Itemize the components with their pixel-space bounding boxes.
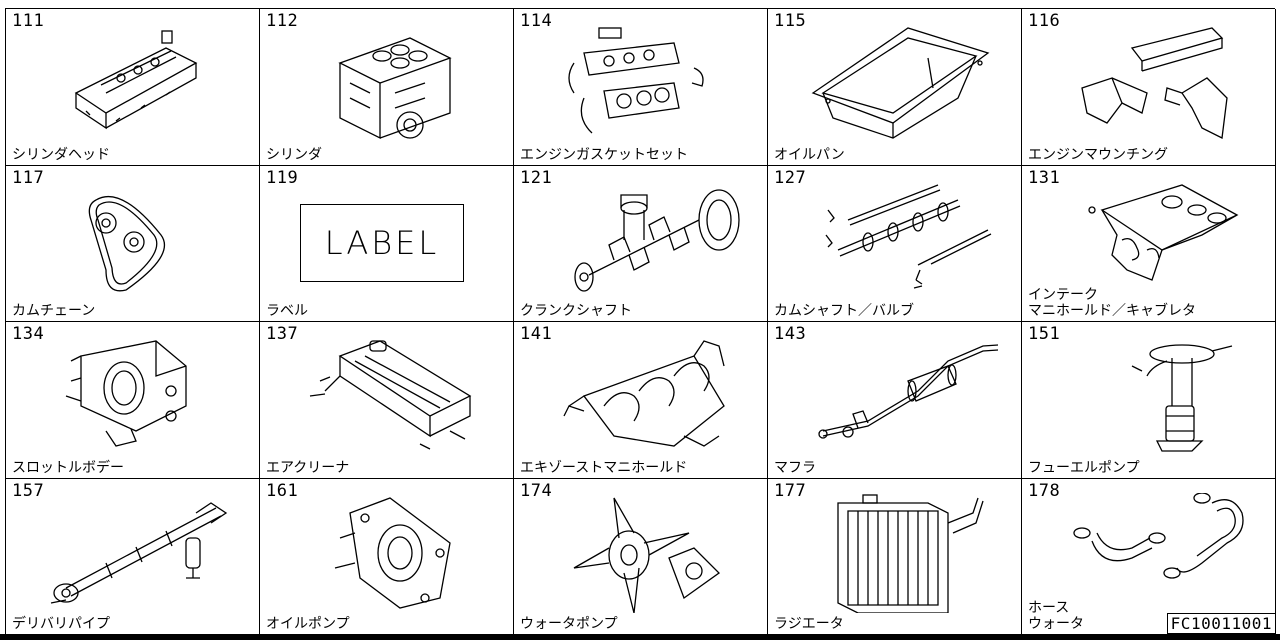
engine-mount-icon: [1062, 23, 1252, 143]
item-name: マフラ: [774, 459, 816, 476]
item-name: インテーク マニホールド／キャブレタ: [1028, 287, 1196, 319]
throttle-body-icon: [46, 336, 236, 456]
document-code: FC10011001: [1166, 613, 1276, 634]
item-code: 131: [1028, 167, 1061, 188]
exhaust-manifold-icon: [554, 336, 744, 456]
item-name: エンジンガスケットセット: [520, 146, 688, 163]
item-name: エキゾーストマニホールド: [520, 459, 688, 476]
oil-pan-icon: [808, 23, 998, 143]
item-name: カムチェーン: [12, 303, 96, 319]
item-code: 137: [266, 324, 299, 344]
gasket-set-icon: [554, 23, 744, 143]
catalog-item[interactable]: 112 シリンダ: [260, 9, 514, 166]
radiator-icon: [808, 493, 998, 614]
catalog-item[interactable]: 161 オイルポンプ: [260, 478, 514, 635]
item-name: ホース ウォータ: [1028, 600, 1084, 632]
item-code: 157: [12, 480, 45, 501]
item-code: 178: [1028, 480, 1061, 501]
fuel-pump-icon: [1062, 336, 1252, 456]
catalog-item[interactable]: 137 エアクリーナ: [260, 322, 514, 479]
catalog-item[interactable]: 111 シリンダヘッド: [6, 9, 260, 166]
catalog-item[interactable]: 143 マフラ: [768, 322, 1022, 479]
item-code: 111: [12, 11, 45, 31]
catalog-item[interactable]: 127 カムシャフト／バルブ: [768, 165, 1022, 322]
item-name: シリンダヘッド: [12, 146, 110, 163]
item-name: ウォータポンプ: [520, 616, 618, 632]
item-code: 114: [520, 11, 553, 31]
item-code: 134: [12, 324, 45, 344]
item-code: 127: [774, 167, 807, 188]
item-code: 174: [520, 480, 553, 501]
oil-pump-icon: [300, 493, 490, 613]
item-name: エアクリーナ: [266, 459, 350, 476]
catalog-item[interactable]: 121 クランクシャフト: [514, 165, 768, 322]
catalog-item[interactable]: 141 エキゾーストマニホールド: [514, 322, 768, 479]
item-code: 143: [774, 324, 807, 344]
item-name: スロットルボデー: [12, 459, 124, 476]
label-sample: LABEL: [300, 203, 464, 282]
item-name: カムシャフト／バルブ: [774, 303, 914, 319]
item-code: 161: [266, 480, 299, 501]
item-name: フューエルポンプ: [1028, 459, 1140, 476]
cylinder-head-icon: [46, 23, 236, 143]
cam-chain-icon: [46, 180, 236, 300]
air-cleaner-icon: [300, 336, 490, 456]
item-code: 151: [1028, 324, 1061, 344]
bottom-rule: [0, 634, 1280, 640]
item-code: 116: [1028, 11, 1061, 31]
item-code: 115: [774, 11, 807, 31]
item-code: 117: [12, 167, 45, 188]
camshaft-valve-icon: [808, 180, 998, 300]
muffler-icon: [808, 336, 1014, 456]
item-name: クランクシャフト: [520, 303, 632, 319]
water-hose-icon: [1062, 491, 1252, 613]
delivery-pipe-icon: [46, 493, 236, 613]
item-code: 177: [774, 480, 807, 501]
catalog-item[interactable]: 116 エンジンマウンチング: [1022, 9, 1276, 166]
item-name: オイルパン: [774, 146, 845, 163]
item-name: デリバリパイプ: [12, 616, 110, 632]
catalog-item[interactable]: 134 スロットルボデー: [6, 322, 260, 479]
cylinder-block-icon: [300, 23, 490, 143]
catalog-item[interactable]: 157 デリバリパイプ: [6, 478, 260, 635]
item-name: ラベル: [266, 303, 308, 319]
catalog-item[interactable]: 174 ウォータポンプ: [514, 478, 768, 635]
item-code: 112: [266, 11, 299, 31]
water-pump-icon: [554, 493, 744, 613]
catalog-item[interactable]: 151 フューエルポンプ: [1022, 322, 1276, 479]
item-name: シリンダ: [266, 146, 322, 163]
catalog-item[interactable]: 177 ラジエータ: [768, 478, 1022, 635]
catalog-item[interactable]: 178 ホース ウォータ: [1022, 478, 1276, 635]
item-name: ラジエータ: [774, 616, 844, 632]
catalog-item[interactable]: 131 インテーク マニホールド／キャブレタ: [1022, 165, 1276, 322]
item-code: 141: [520, 324, 553, 344]
item-name: オイルポンプ: [266, 616, 350, 632]
catalog-item[interactable]: 119 LABEL ラベル: [260, 165, 514, 322]
crankshaft-icon: [554, 180, 744, 300]
catalog-item[interactable]: 117 カムチェーン: [6, 165, 260, 322]
catalog-item[interactable]: 115 オイルパン: [768, 9, 1022, 166]
item-code: 119: [266, 167, 299, 188]
intake-manifold-icon: [1062, 180, 1252, 300]
item-code: 121: [520, 167, 553, 188]
parts-catalog-grid: 111 シリンダヘッド 112: [5, 8, 1276, 635]
item-name: エンジンマウンチング: [1028, 146, 1168, 163]
catalog-item[interactable]: 114 エンジンガスケットセット: [514, 9, 768, 166]
